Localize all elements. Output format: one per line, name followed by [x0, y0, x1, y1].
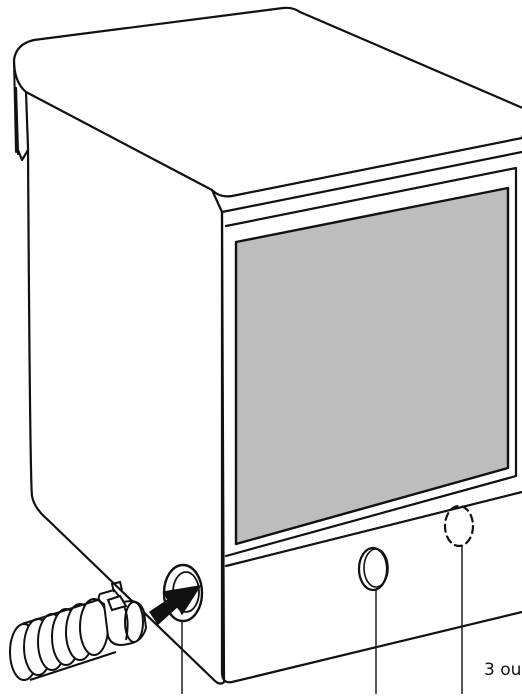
- insert-arrow-icon: [149, 585, 201, 625]
- door-window: [234, 186, 510, 546]
- top-side-edge: [14, 86, 30, 156]
- control-knob: [357, 546, 389, 592]
- outlet-callout-label: 3 ou: [484, 660, 522, 680]
- hose-clamp: [97, 580, 148, 646]
- top-panel: [12, 6, 522, 198]
- side-panel: [26, 146, 226, 685]
- optional-outlet-circle: [443, 504, 475, 548]
- exhaust-duct: [9, 597, 124, 681]
